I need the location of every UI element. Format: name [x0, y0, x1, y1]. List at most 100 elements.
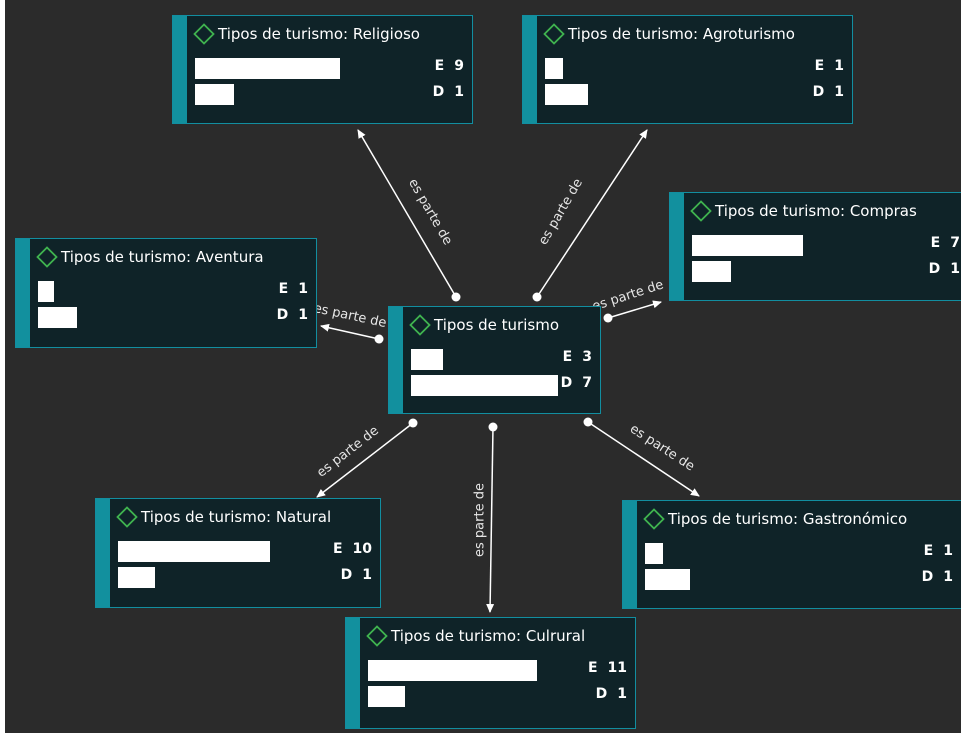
e-metric-value: 9	[454, 58, 464, 74]
edge-origin-dot	[488, 422, 498, 432]
node-accent-stripe	[670, 193, 684, 300]
edge-origin-dot	[583, 417, 593, 427]
d-bar	[692, 261, 731, 282]
edge-origin-dot	[532, 292, 542, 302]
e-bar	[368, 660, 537, 681]
e-bar	[411, 349, 443, 370]
edge-origin-dot	[603, 313, 613, 323]
diamond-icon	[690, 200, 712, 222]
node-title-text: Tipos de turismo: Culrural	[391, 627, 586, 645]
d-metric-label: D	[560, 375, 573, 391]
d-metric-label: D	[432, 84, 445, 100]
edge-label-natural: es parte de	[314, 423, 382, 480]
d-bar	[411, 375, 558, 396]
e-metric-label: E	[930, 235, 941, 251]
d-metric-value: 7	[582, 375, 592, 391]
node-title: Tipos de turismo: Culrural	[366, 625, 585, 647]
node-title-text: Tipos de turismo	[434, 316, 559, 334]
e-bar	[645, 543, 663, 564]
e-bar	[118, 541, 270, 562]
diamond-icon	[543, 23, 565, 45]
d-bar	[38, 307, 77, 328]
diamond-icon	[366, 625, 388, 647]
d-metric-value: 1	[834, 84, 844, 100]
edge-line-aventura[interactable]	[320, 323, 380, 340]
e-metric-value: 7	[950, 235, 960, 251]
d-bar	[118, 567, 155, 588]
node-title-text: Tipos de turismo: Religioso	[218, 25, 420, 43]
node-accent-stripe	[523, 16, 537, 123]
edge-line-cultural[interactable]	[486, 426, 495, 613]
node-accent-stripe	[346, 618, 360, 728]
d-metric-value: 1	[454, 84, 464, 100]
edge-line-natural[interactable]	[316, 422, 414, 498]
diamond-icon	[193, 23, 215, 45]
node-title-text: Tipos de turismo: Agroturismo	[568, 25, 795, 43]
diamond-icon	[36, 246, 58, 268]
e-bar	[195, 58, 340, 79]
edge-origin-dot	[451, 292, 461, 302]
node-accent-stripe	[96, 499, 110, 607]
d-bar	[545, 84, 588, 105]
d-metric-value: 1	[298, 307, 308, 323]
node-title: Tipos de turismo: Gastronómico	[643, 508, 907, 530]
e-bar	[38, 281, 54, 302]
d-metric-label: D	[276, 307, 289, 323]
node-title: Tipos de turismo	[409, 314, 559, 336]
node-accent-stripe	[16, 239, 30, 347]
node-title: Tipos de turismo: Aventura	[36, 246, 264, 268]
node-title: Tipos de turismo: Agroturismo	[543, 23, 795, 45]
edge-label-compras: es parte de	[591, 277, 666, 314]
d-metric-label: D	[595, 686, 608, 702]
edge-line-gastronomico[interactable]	[587, 421, 700, 497]
node-accent-stripe	[173, 16, 187, 123]
d-metric-value: 1	[362, 567, 372, 583]
d-metric-label: D	[928, 261, 941, 277]
d-metric-label: D	[921, 569, 934, 585]
e-metric-label: E	[278, 281, 289, 297]
e-metric-value: 1	[298, 281, 308, 297]
d-bar	[645, 569, 690, 590]
e-bar	[692, 235, 803, 256]
edge-line-compras[interactable]	[607, 300, 662, 319]
e-metric-label: E	[434, 58, 445, 74]
d-metric-value: 1	[943, 569, 953, 585]
e-metric-value: 1	[943, 543, 953, 559]
d-metric-label: D	[340, 567, 353, 583]
edge-line-agroturismo[interactable]	[536, 129, 648, 298]
e-metric-value: 3	[582, 349, 592, 365]
node-title: Tipos de turismo: Religioso	[193, 23, 420, 45]
edge-origin-dot	[408, 418, 418, 428]
edge-line-religioso[interactable]	[357, 129, 457, 298]
diamond-icon	[116, 506, 138, 528]
e-metric-label: E	[814, 58, 825, 74]
e-bar	[545, 58, 563, 79]
node-title: Tipos de turismo: Compras	[690, 200, 917, 222]
node-title-text: Tipos de turismo: Compras	[715, 202, 917, 220]
d-bar	[368, 686, 405, 707]
d-metric-label: D	[812, 84, 825, 100]
node-title-text: Tipos de turismo: Aventura	[61, 248, 264, 266]
